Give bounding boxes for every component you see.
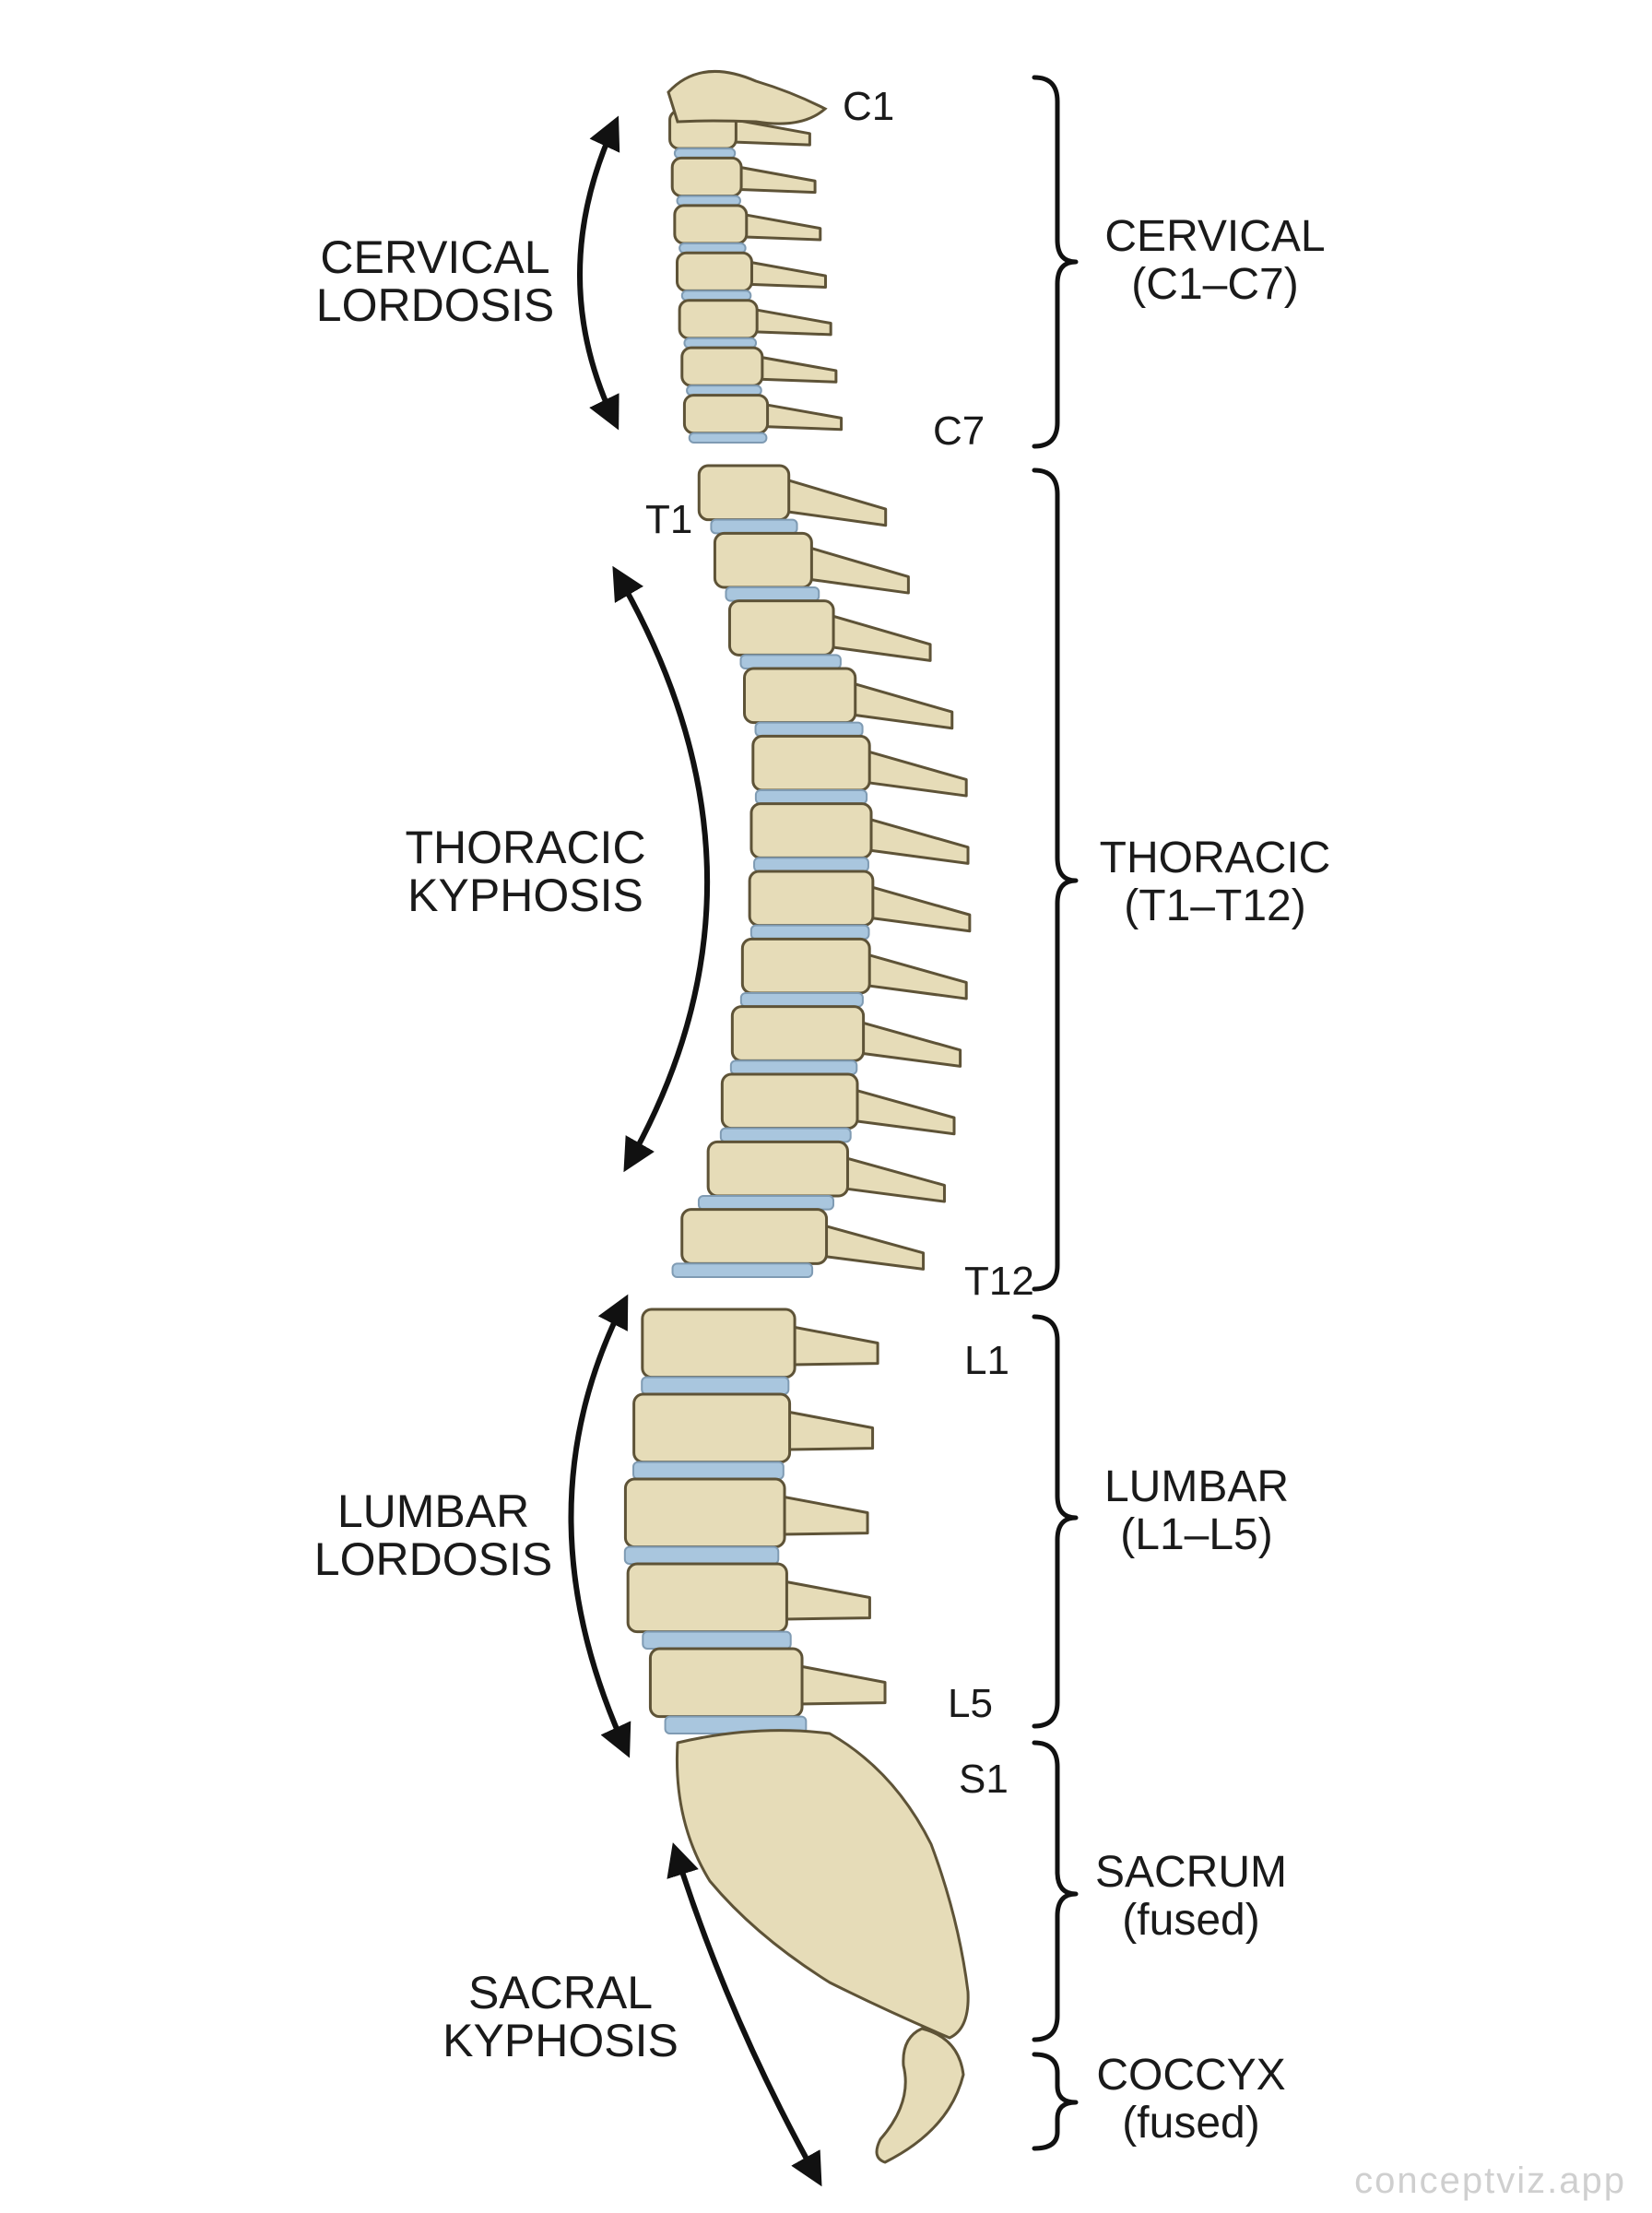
vertebra-t11 [706, 1140, 849, 1198]
disc-t5 [754, 789, 868, 805]
sacrum-region-label: SACRUM(fused) [1095, 1848, 1287, 1945]
thoracic-region-label: THORACIC(T1–T12) [1100, 834, 1331, 930]
cervical-brace [1032, 75, 1079, 449]
cervical-lordosis-arrow [577, 115, 620, 431]
disc-t12 [671, 1262, 814, 1279]
vertebra-t7 [748, 870, 875, 928]
coccyx [875, 2027, 965, 2164]
process-c3 [734, 211, 822, 242]
disc-l1 [641, 1376, 790, 1395]
s1-label: S1 [959, 1757, 1009, 1802]
disc-l3 [623, 1545, 780, 1565]
process-t2 [796, 542, 910, 595]
t12-label: T12 [964, 1259, 1034, 1304]
disc-c2 [676, 195, 741, 207]
coccyx-region-label: COCCYX(fused) [1096, 2051, 1285, 2148]
vertebra-l2 [632, 1392, 792, 1464]
l5-label: L5 [948, 1681, 993, 1726]
coccyx-brace [1032, 2052, 1079, 2151]
lumbar-brace [1032, 1314, 1079, 1729]
vertebra-t4 [743, 667, 857, 725]
disc-t9 [729, 1059, 858, 1076]
atlas-cap [667, 70, 828, 125]
vertebra-l3 [623, 1477, 786, 1549]
lumbar-lordosis-arrow [568, 1294, 631, 1758]
vertebra-c7 [682, 394, 770, 435]
disc-t11 [697, 1195, 835, 1211]
vertebra-t10 [720, 1072, 859, 1130]
disc-t10 [719, 1127, 852, 1143]
disc-c6 [686, 385, 762, 396]
l1-label: L1 [964, 1338, 1009, 1383]
c1-label: C1 [843, 84, 894, 129]
disc-c5 [683, 337, 758, 349]
curvature-arrows [568, 115, 822, 2187]
thoracic-brace [1032, 467, 1079, 1292]
t1-label: T1 [645, 497, 692, 542]
sacrum-brace [1032, 1740, 1079, 2042]
thoracic-kyphosis-arrow [612, 565, 711, 1173]
vertebra-t5 [751, 734, 871, 792]
cervical-region-label: CERVICAL(C1–C7) [1104, 212, 1325, 309]
disc-c1 [673, 148, 737, 160]
region-braces [1032, 75, 1079, 2151]
region-labels: CERVICAL(C1–C7) THORACIC(T1–T12) LUMBAR(… [1095, 212, 1330, 2148]
vertebra-c5 [678, 299, 759, 340]
process-t1 [773, 475, 888, 527]
vertebra-l4 [626, 1562, 788, 1634]
disc-t7 [749, 924, 870, 941]
vertebra-c6 [680, 346, 764, 387]
vertebra-labels: C1 C7 T1 T12 L1 L5 S1 [645, 84, 1034, 1802]
disc-l2 [632, 1461, 785, 1480]
disc-c7 [688, 432, 768, 444]
disc-t1 [710, 518, 798, 535]
lumbar-region-label: LUMBAR(L1–L5) [1104, 1462, 1289, 1559]
disc-t4 [754, 721, 864, 738]
vertebra-c4 [675, 251, 753, 292]
disc-t6 [753, 857, 869, 872]
vertebra-t3 [727, 599, 835, 657]
process-c2 [729, 164, 817, 195]
spine-illustration [623, 70, 972, 2164]
vertebra-t2 [713, 531, 813, 589]
vertebra-c3 [673, 204, 749, 245]
disc-c4 [680, 290, 752, 302]
sacrum [675, 1729, 970, 2040]
vertebra-t9 [730, 1005, 866, 1062]
vertebra-t6 [749, 802, 873, 859]
disc-l4 [642, 1630, 792, 1650]
vertebra-t12 [680, 1208, 829, 1265]
disc-t8 [739, 992, 864, 1008]
c7-label: C7 [933, 408, 985, 454]
vertebra-c2 [670, 156, 743, 198]
disc-t2 [725, 586, 820, 602]
vertebra-l5 [648, 1647, 804, 1719]
watermark: conceptviz.app [1354, 2160, 1626, 2201]
sacral-kyphosis-arrow [667, 1842, 822, 2187]
vertebra-t1 [697, 464, 791, 522]
disc-t3 [739, 654, 842, 669]
disc-c3 [678, 243, 747, 254]
vertebra-t8 [740, 937, 871, 995]
vertebra-l1 [641, 1308, 796, 1379]
process-c4 [738, 259, 827, 289]
